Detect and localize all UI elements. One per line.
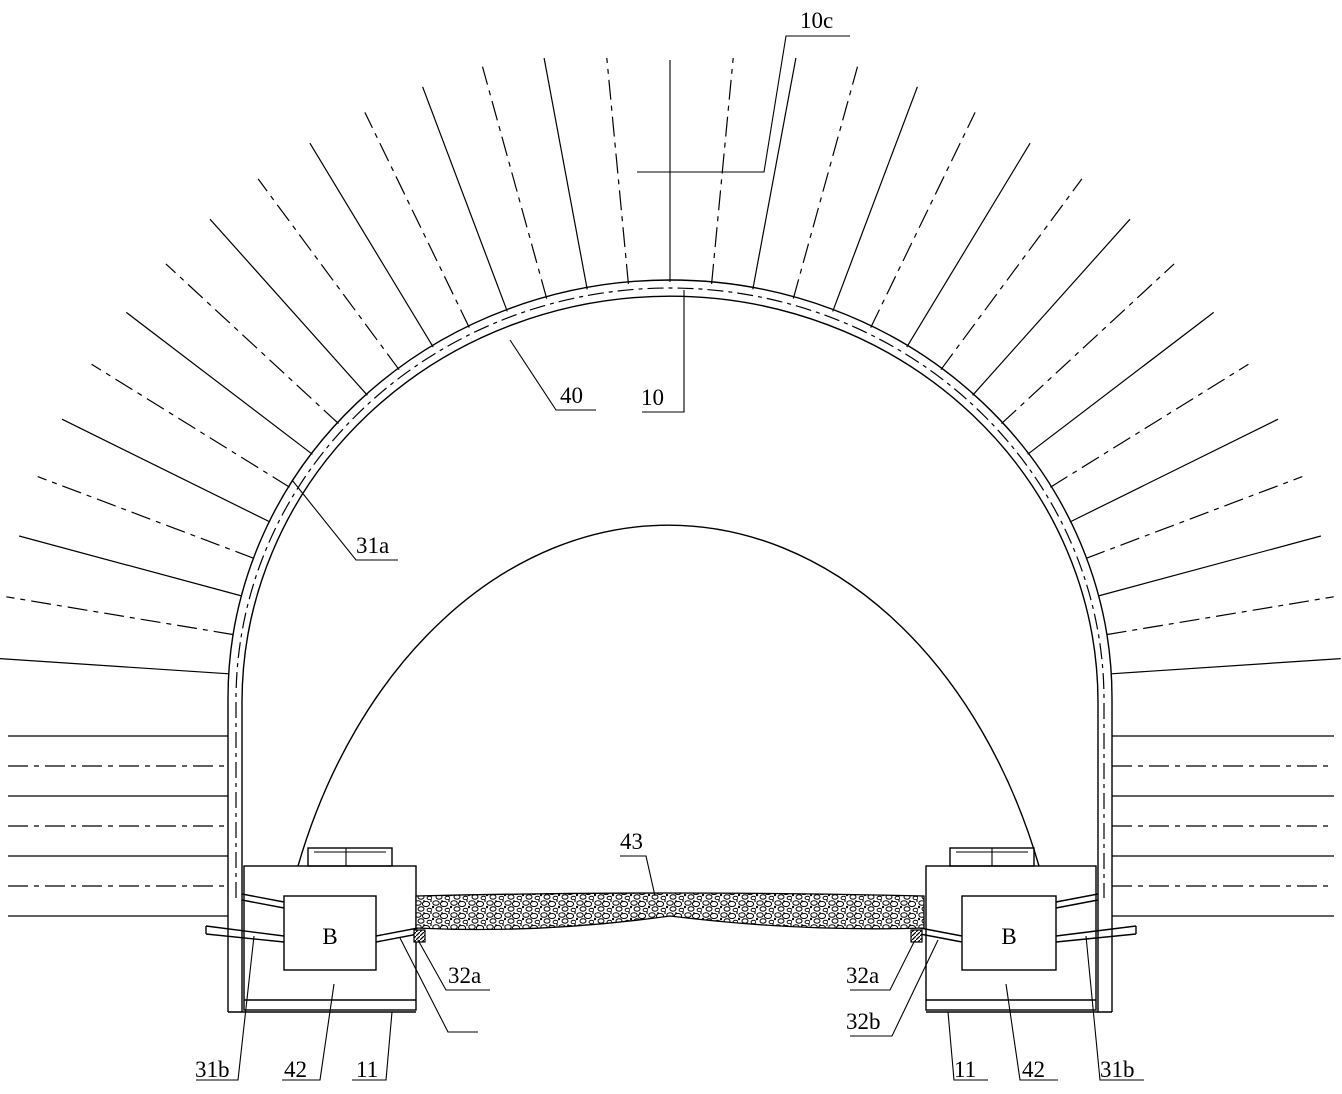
anchor-bolt-2 [6,596,234,636]
leader-32b [850,939,939,1037]
anchor-bolt-23 [940,178,1083,371]
anchor-bolt-27 [1050,363,1249,488]
anchor-bolt-6 [91,363,290,488]
label-31a: 31a [356,533,389,558]
anchor-bolt-22 [906,142,1031,348]
right-drain-outlet [910,929,923,943]
right-upper-pipe [1055,893,1099,909]
left-drain-box [283,895,377,971]
anchor-bolt-28 [1069,418,1279,523]
anchor-bolt-12 [364,112,470,328]
leader-11-right [947,1011,988,1081]
left-cover-plate [307,847,393,867]
anchor-bolt-15 [543,57,588,290]
leader-42-right [1005,983,1058,1081]
anchor-bolt-3 [18,535,243,597]
label-11-right: 11 [954,1057,976,1082]
anchor-bolt-8 [165,263,339,425]
anchor-bolt-18 [752,57,797,290]
leader-10 [642,290,685,413]
label-32a-left: 32a [448,963,481,988]
outer-lining-boundary [227,279,1113,898]
anchor-bolt-21 [870,112,976,328]
leader-42-left [282,983,335,1081]
anchor-bolt-19 [792,66,859,299]
label-42-right: 42 [1022,1057,1045,1082]
anchor-bolt-1 [0,658,229,675]
anchor-bolt-7 [125,311,313,455]
label-32b: 32b [846,1009,881,1034]
anchor-bolt-25 [1001,263,1175,425]
anchor-bolt-11 [309,142,434,348]
leader-43 [620,855,656,897]
anchor-bolt-26 [1027,311,1215,455]
leader-31b-left [196,935,255,1081]
anchor-bolt-20 [832,86,918,312]
label-31b-left: 31b [195,1057,230,1082]
left-inner-drain-pipe [375,927,419,943]
leader-32a-left [417,939,490,991]
anchor-bolt-30 [1097,535,1322,597]
label-31b-right: 31b [1100,1057,1135,1082]
anchor-bolt-29 [1085,476,1303,559]
label-10: 10 [641,385,664,410]
anchor-bolt-24 [972,218,1131,396]
anchor-bolt-16 [606,57,629,284]
left-upper-pipe [241,893,285,909]
leader-32a-right [850,941,915,991]
label-32a-right: 32a [846,963,879,988]
left-drain-box-label: B [322,924,337,949]
right-drain-box-label: B [1001,924,1016,949]
waterproof-layer [235,287,1105,898]
anchor-bolt-17 [711,57,734,284]
leader-31a [291,479,398,561]
label-10c: 10c [800,8,833,33]
anchor-bolt-4 [37,476,255,559]
anchor-bolt-32 [1111,658,1341,675]
gravel-invert-fill [415,892,925,931]
leader-10c [637,35,850,173]
anchor-bolt-31 [1106,596,1334,636]
primary-lining-inner-face [241,295,1099,898]
anchor-bolt-9 [209,218,368,396]
right-outer-drain-pipe [1055,925,1137,943]
right-inner-drain-pipe [919,927,963,943]
anchor-bolt-13 [422,86,508,312]
label-11-left: 11 [356,1057,378,1082]
leader-31b-right [1085,935,1144,1081]
leader-11-left [352,1011,393,1081]
label-42-left: 42 [284,1057,307,1082]
left-drain-outlet [413,929,426,943]
anchor-bolt-10 [257,178,400,371]
label-43: 43 [620,829,643,854]
leader-40 [509,339,596,411]
leader-left-pipe [399,937,478,1033]
secondary-lining-inner-face [297,524,1040,867]
right-drain-box [961,895,1057,971]
anchor-bolt-5 [61,418,271,523]
label-40: 40 [560,383,583,408]
radial-anchor-bolts [0,57,1341,917]
left-outer-drain-pipe [205,925,285,943]
anchor-bolt-14 [481,66,548,299]
